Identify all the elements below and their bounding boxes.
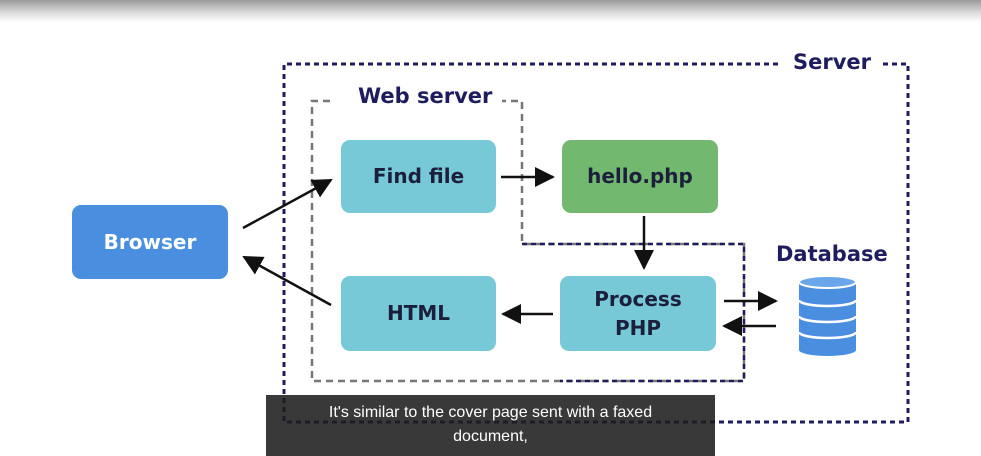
database-label: Database <box>772 242 892 266</box>
hello-php-node: hello.php <box>562 140 718 213</box>
process-php-node: Process PHP <box>560 276 716 351</box>
top-shadow <box>0 0 981 22</box>
find-file-node: Find file <box>341 140 496 213</box>
arrow-browser-to-find-file <box>242 178 333 230</box>
video-caption: It's similar to the cover page sent with… <box>266 395 715 456</box>
database-icon <box>797 275 858 356</box>
caption-line-2: document, <box>453 428 528 445</box>
web-server-boundary-inner <box>522 242 746 383</box>
caption-line-1: It's similar to the cover page sent with… <box>328 404 653 421</box>
html-node: HTML <box>341 276 496 351</box>
browser-node: Browser <box>72 205 228 279</box>
arrow-html-to-browser <box>242 255 332 307</box>
server-label: Server <box>787 50 878 74</box>
web-server-label: Web server <box>352 84 499 108</box>
